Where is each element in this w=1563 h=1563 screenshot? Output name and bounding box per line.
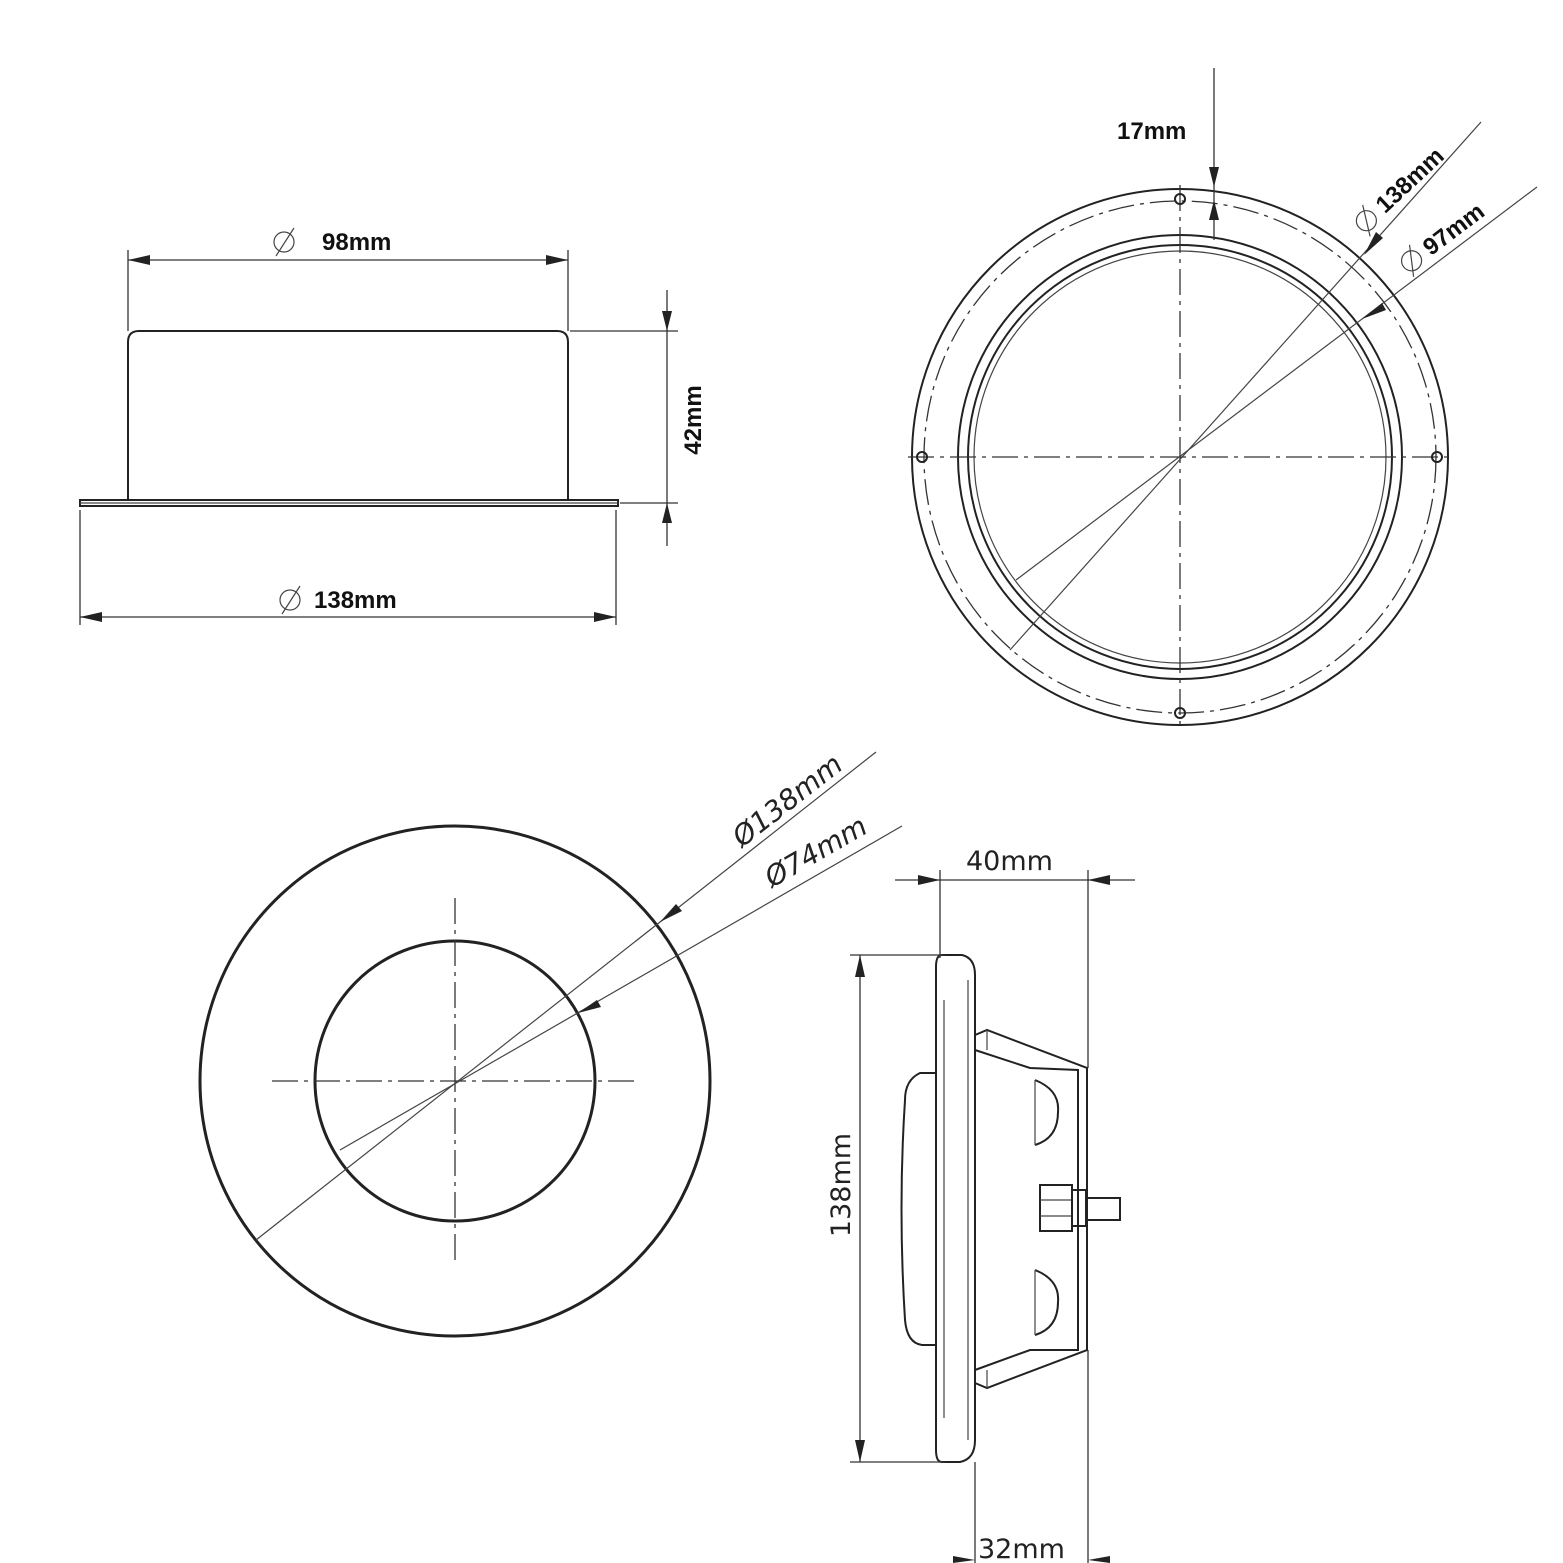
profile-bezel bbox=[935, 954, 976, 1463]
profile-lobe-bottom bbox=[1034, 1269, 1060, 1336]
arrowhead bbox=[578, 1000, 601, 1013]
arrowhead bbox=[855, 955, 865, 977]
leader-outer-diameter bbox=[255, 751, 877, 1241]
label-total-depth: 40mm bbox=[966, 846, 1053, 877]
label-outer-diameter: 138mm bbox=[1371, 142, 1450, 218]
leader-inner-diameter bbox=[1015, 186, 1538, 581]
profile-housing bbox=[974, 1028, 1088, 1390]
side-body-outline bbox=[127, 330, 569, 500]
diameter-symbol bbox=[1400, 244, 1423, 277]
screw-hole bbox=[1174, 707, 1186, 719]
profile-nut bbox=[1039, 1184, 1073, 1232]
profile-lobe-top bbox=[1034, 1079, 1060, 1146]
arrowhead bbox=[662, 311, 672, 331]
screw-hole bbox=[1174, 193, 1186, 205]
diameter-symbol bbox=[279, 585, 301, 615]
leader-outer-diameter bbox=[1009, 121, 1482, 651]
arrowhead bbox=[1088, 875, 1110, 885]
label-body-depth: 32mm bbox=[978, 1534, 1065, 1563]
label-height: 42mm bbox=[680, 385, 707, 454]
arrowhead bbox=[918, 875, 940, 885]
diameter-symbol bbox=[1355, 204, 1377, 237]
side-view: 98mm 42mm 138mm bbox=[79, 227, 707, 625]
arrowhead bbox=[1362, 303, 1386, 319]
arrowhead bbox=[662, 503, 672, 523]
front-view: 17mm 138mm 97mm bbox=[908, 68, 1538, 728]
diameter-symbol bbox=[273, 227, 295, 257]
arrowhead bbox=[660, 904, 682, 922]
label-inner-diameter-group: 97mm bbox=[1400, 198, 1490, 277]
arrowhead bbox=[855, 1440, 865, 1462]
arrowhead bbox=[546, 255, 568, 265]
arrowhead bbox=[1209, 167, 1219, 187]
label-inner-diameter: 97mm bbox=[1418, 198, 1490, 261]
arrowhead bbox=[1209, 200, 1219, 220]
side-flange bbox=[79, 499, 619, 507]
label-top-diameter: 98mm bbox=[322, 229, 391, 256]
label-outer-diameter-group: 138mm bbox=[1355, 142, 1450, 237]
label-base-diameter: 138mm bbox=[314, 587, 397, 614]
arrowhead bbox=[594, 612, 616, 622]
rear-view: Ø138mm Ø74mm bbox=[198, 747, 903, 1338]
arrowhead bbox=[80, 612, 102, 622]
rear-outer-circle bbox=[198, 824, 712, 1338]
label-rim-offset: 17mm bbox=[1117, 118, 1186, 145]
screw-hole bbox=[916, 451, 928, 463]
profile-stud bbox=[1085, 1197, 1121, 1221]
arrowhead bbox=[128, 255, 150, 265]
leader-inner-diameter bbox=[339, 825, 903, 1151]
arrowhead bbox=[1088, 1556, 1110, 1563]
screw-hole bbox=[1431, 451, 1443, 463]
profile-lens bbox=[900, 1072, 936, 1346]
arrowhead bbox=[953, 1556, 975, 1563]
profile-housing-inner bbox=[974, 1049, 1079, 1371]
label-profile-height: 138mm bbox=[826, 1133, 857, 1237]
arrowhead bbox=[1364, 232, 1383, 255]
profile-view: 40mm 138mm 32mm bbox=[826, 846, 1135, 1563]
